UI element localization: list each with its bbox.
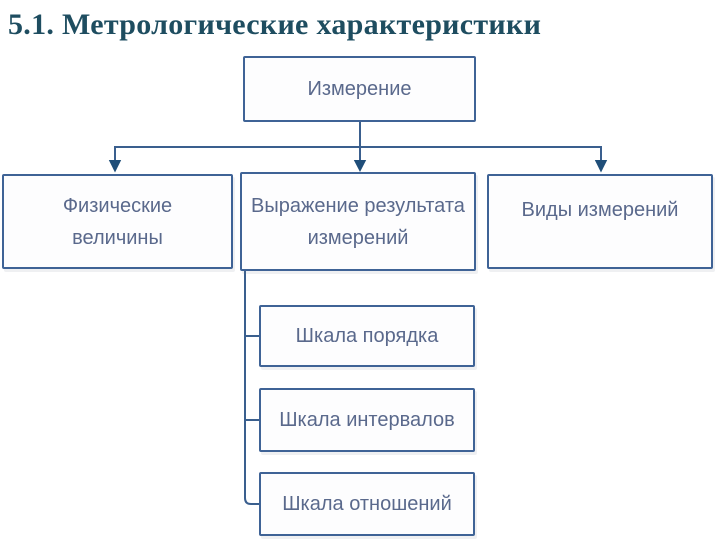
diagram-node-measurement: Измерение — [243, 56, 476, 122]
diagram-node-ratio-scale: Шкала отношений — [259, 472, 475, 536]
arrow-down-icon — [108, 160, 122, 173]
node-label: Шкала отношений — [282, 493, 452, 515]
node-label: Измерение — [307, 78, 412, 100]
arrow-down-icon — [353, 160, 367, 172]
arrow-down-icon — [594, 160, 608, 173]
node-label: Шкала порядка — [295, 325, 439, 347]
diagram-node-order-scale: Шкала порядка — [259, 305, 475, 367]
node-label: Виды измерений — [521, 199, 679, 221]
diagram-node-measurement-types: Виды измерений — [487, 174, 713, 269]
diagram-node-physical-quantities: Физические величины — [2, 174, 233, 269]
diagram-node-result-expression: Выражение результата измерений — [240, 172, 476, 271]
page-title: 5.1. Метрологические характеристики — [8, 8, 542, 41]
connector-scales-spine — [244, 271, 259, 505]
node-label: Шкала интервалов — [279, 409, 455, 431]
node-label: Физические величины — [62, 194, 173, 249]
node-label: Выражение результата измерений — [251, 194, 465, 249]
diagram-node-interval-scale: Шкала интервалов — [259, 388, 475, 452]
